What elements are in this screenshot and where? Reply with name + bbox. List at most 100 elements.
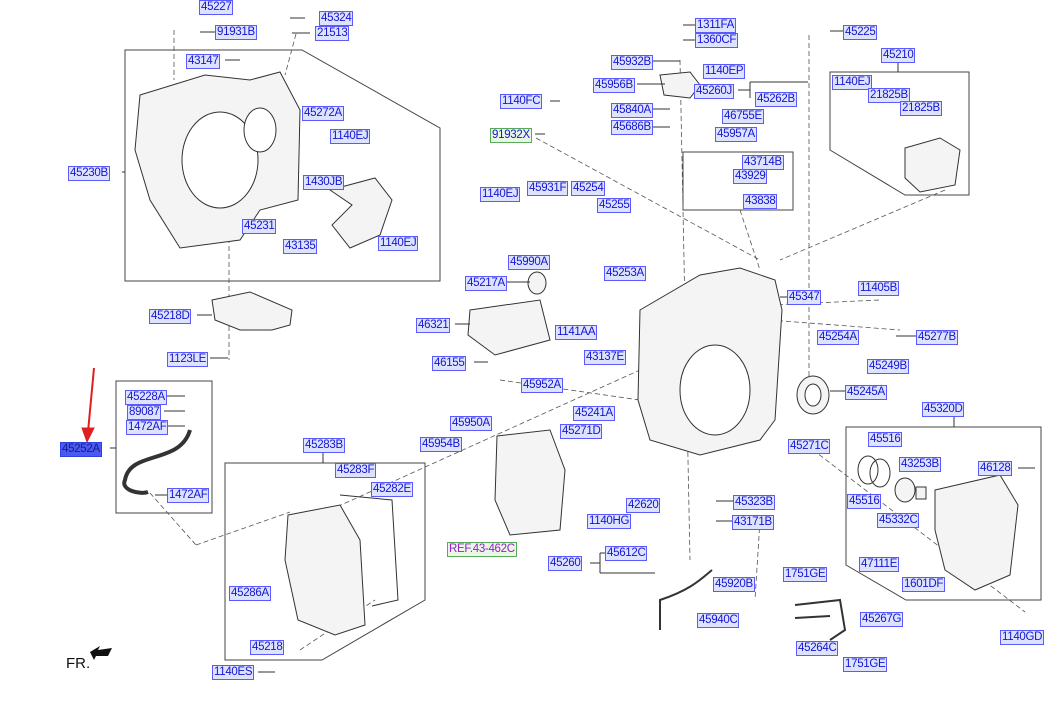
part-number-label[interactable]: 1430JB	[303, 175, 345, 190]
part-valve-body	[494, 429, 566, 536]
part-number-label[interactable]: 1141AA	[555, 325, 598, 340]
part-number-label[interactable]: 45957A	[715, 127, 757, 142]
part-number-label[interactable]: 43253B	[899, 457, 941, 472]
part-number-label[interactable]: 45230B	[68, 166, 110, 181]
part-number-label[interactable]: 1601DF	[902, 577, 946, 592]
part-oil-filter-46321	[467, 299, 551, 356]
part-number-label[interactable]: 45323B	[733, 495, 775, 510]
part-number-label[interactable]: 43135	[283, 239, 318, 254]
part-number-label[interactable]: 1472AF	[167, 488, 210, 503]
part-number-label[interactable]: 1140GD	[1000, 630, 1045, 645]
part-number-label[interactable]: 1751GE	[843, 657, 888, 672]
part-number-label[interactable]: 45952A	[521, 378, 563, 393]
part-number-label[interactable]: 45920B	[713, 577, 755, 592]
part-number-label[interactable]: 1751GE	[783, 567, 828, 582]
part-number-label[interactable]: 1140EJ	[378, 236, 419, 251]
part-number-label[interactable]: 47111E	[859, 557, 900, 572]
part-number-label[interactable]: 43147	[186, 54, 221, 69]
part-number-label[interactable]: 45332C	[877, 513, 920, 528]
part-number-label[interactable]: 45217A	[465, 276, 507, 291]
part-number-label[interactable]: 45990A	[508, 255, 550, 270]
part-number-label[interactable]: 45271D	[560, 424, 603, 439]
reference-link[interactable]: REF.43-462C	[447, 542, 517, 557]
part-number-label[interactable]: 45241A	[573, 406, 615, 421]
part-number-label[interactable]: 45218	[250, 640, 285, 655]
part-number-label[interactable]: 45956B	[593, 78, 635, 93]
group-box-mount	[829, 71, 970, 196]
part-number-label[interactable]: 1140HG	[587, 514, 632, 529]
part-number-label[interactable]: 45286A	[229, 586, 271, 601]
part-number-label[interactable]: 45264C	[796, 641, 839, 656]
front-arrow-icon	[90, 646, 112, 660]
group-box-hose	[115, 380, 213, 514]
part-number-label[interactable]: 1140EJ	[832, 75, 873, 90]
part-number-label[interactable]: 45840A	[611, 103, 653, 118]
part-number-label[interactable]: 43714B	[742, 155, 784, 170]
part-number-label[interactable]: 45324	[319, 11, 354, 26]
part-number-label[interactable]: 45932B	[611, 55, 653, 70]
part-gasket-45282E	[339, 494, 399, 607]
part-number-label[interactable]: 45283F	[335, 463, 377, 478]
part-number-label[interactable]: 45254	[571, 181, 606, 196]
part-number-label[interactable]: 45283B	[303, 438, 345, 453]
part-number-label[interactable]: 45260	[548, 556, 583, 571]
part-number-label[interactable]: 45271C	[788, 439, 831, 454]
part-number-label[interactable]: 45282E	[371, 482, 413, 497]
part-number-label[interactable]: 46321	[416, 318, 451, 333]
part-number-label[interactable]: 45516	[868, 432, 903, 447]
part-number-label[interactable]: 45218D	[149, 309, 192, 324]
part-number-label[interactable]: 45931F	[527, 181, 569, 196]
part-number-label[interactable]: 45272A	[302, 106, 344, 121]
part-number-label[interactable]: 21513	[315, 26, 350, 41]
part-number-label[interactable]: 45950A	[450, 416, 492, 431]
part-number-label[interactable]: 45231	[242, 219, 277, 234]
part-number-label[interactable]: 45245A	[845, 385, 887, 400]
part-number-label[interactable]: 1140FC	[500, 94, 543, 109]
part-number-label[interactable]: 1360CF	[695, 33, 739, 48]
part-number-label[interactable]: 1123LE	[167, 352, 208, 367]
part-number-label[interactable]: 1140EJ	[480, 187, 521, 202]
part-number-label[interactable]: 11405B	[858, 281, 899, 296]
part-number-label[interactable]: 45277B	[916, 330, 958, 345]
part-number-label[interactable]: 43838	[743, 194, 778, 209]
part-number-label[interactable]: 45255	[597, 198, 632, 213]
part-number-label[interactable]: 45249B	[867, 359, 909, 374]
part-number-label[interactable]: 45210	[881, 48, 916, 63]
part-number-label[interactable]: 45260J	[694, 84, 734, 99]
part-number-label[interactable]: 45612C	[605, 546, 648, 561]
part-number-label[interactable]: 45686B	[611, 120, 653, 135]
part-number-label[interactable]: 45225	[843, 25, 878, 40]
part-number-label[interactable]: 45262B	[755, 92, 797, 107]
part-number-label[interactable]: 91931B	[215, 25, 257, 40]
part-number-label[interactable]: 45954B	[420, 437, 462, 452]
part-number-label[interactable]: 45253A	[604, 266, 646, 281]
part-number-label[interactable]: 45252A	[60, 442, 102, 457]
part-number-label[interactable]: 21825B	[900, 101, 942, 116]
part-number-label[interactable]: 91932X	[490, 128, 532, 143]
part-number-label[interactable]: 45254A	[817, 330, 859, 345]
part-number-label[interactable]: 45347	[787, 290, 822, 305]
part-number-label[interactable]: 43137E	[584, 350, 626, 365]
part-number-label[interactable]: 1311FA	[695, 18, 736, 33]
part-shield-43135	[328, 177, 393, 249]
part-number-label[interactable]: 45516	[847, 494, 882, 509]
part-number-label[interactable]: 46155	[432, 356, 467, 371]
part-number-label[interactable]: 1472AF	[126, 420, 169, 435]
part-number-label[interactable]: 89087	[127, 405, 162, 420]
part-number-label[interactable]: 45227	[199, 0, 234, 15]
red-pointer-arrow	[81, 367, 95, 444]
part-number-label[interactable]: 43171B	[732, 515, 774, 530]
part-number-label[interactable]: 45267G	[860, 612, 904, 627]
part-number-label[interactable]: 46755E	[722, 109, 764, 124]
part-number-label[interactable]: 45320D	[922, 402, 965, 417]
part-number-label[interactable]: 42620	[626, 498, 661, 513]
part-number-label[interactable]: 1140EP	[703, 64, 746, 79]
part-number-label[interactable]: 1140ES	[212, 665, 255, 680]
part-number-label[interactable]: 46128	[978, 461, 1013, 476]
part-number-label[interactable]: 43929	[733, 169, 768, 184]
part-number-label[interactable]: 45940C	[697, 613, 740, 628]
part-number-label[interactable]: 1140EJ	[330, 129, 371, 144]
part-number-label[interactable]: 21825B	[868, 88, 910, 103]
part-number-label[interactable]: 45228A	[125, 390, 167, 405]
